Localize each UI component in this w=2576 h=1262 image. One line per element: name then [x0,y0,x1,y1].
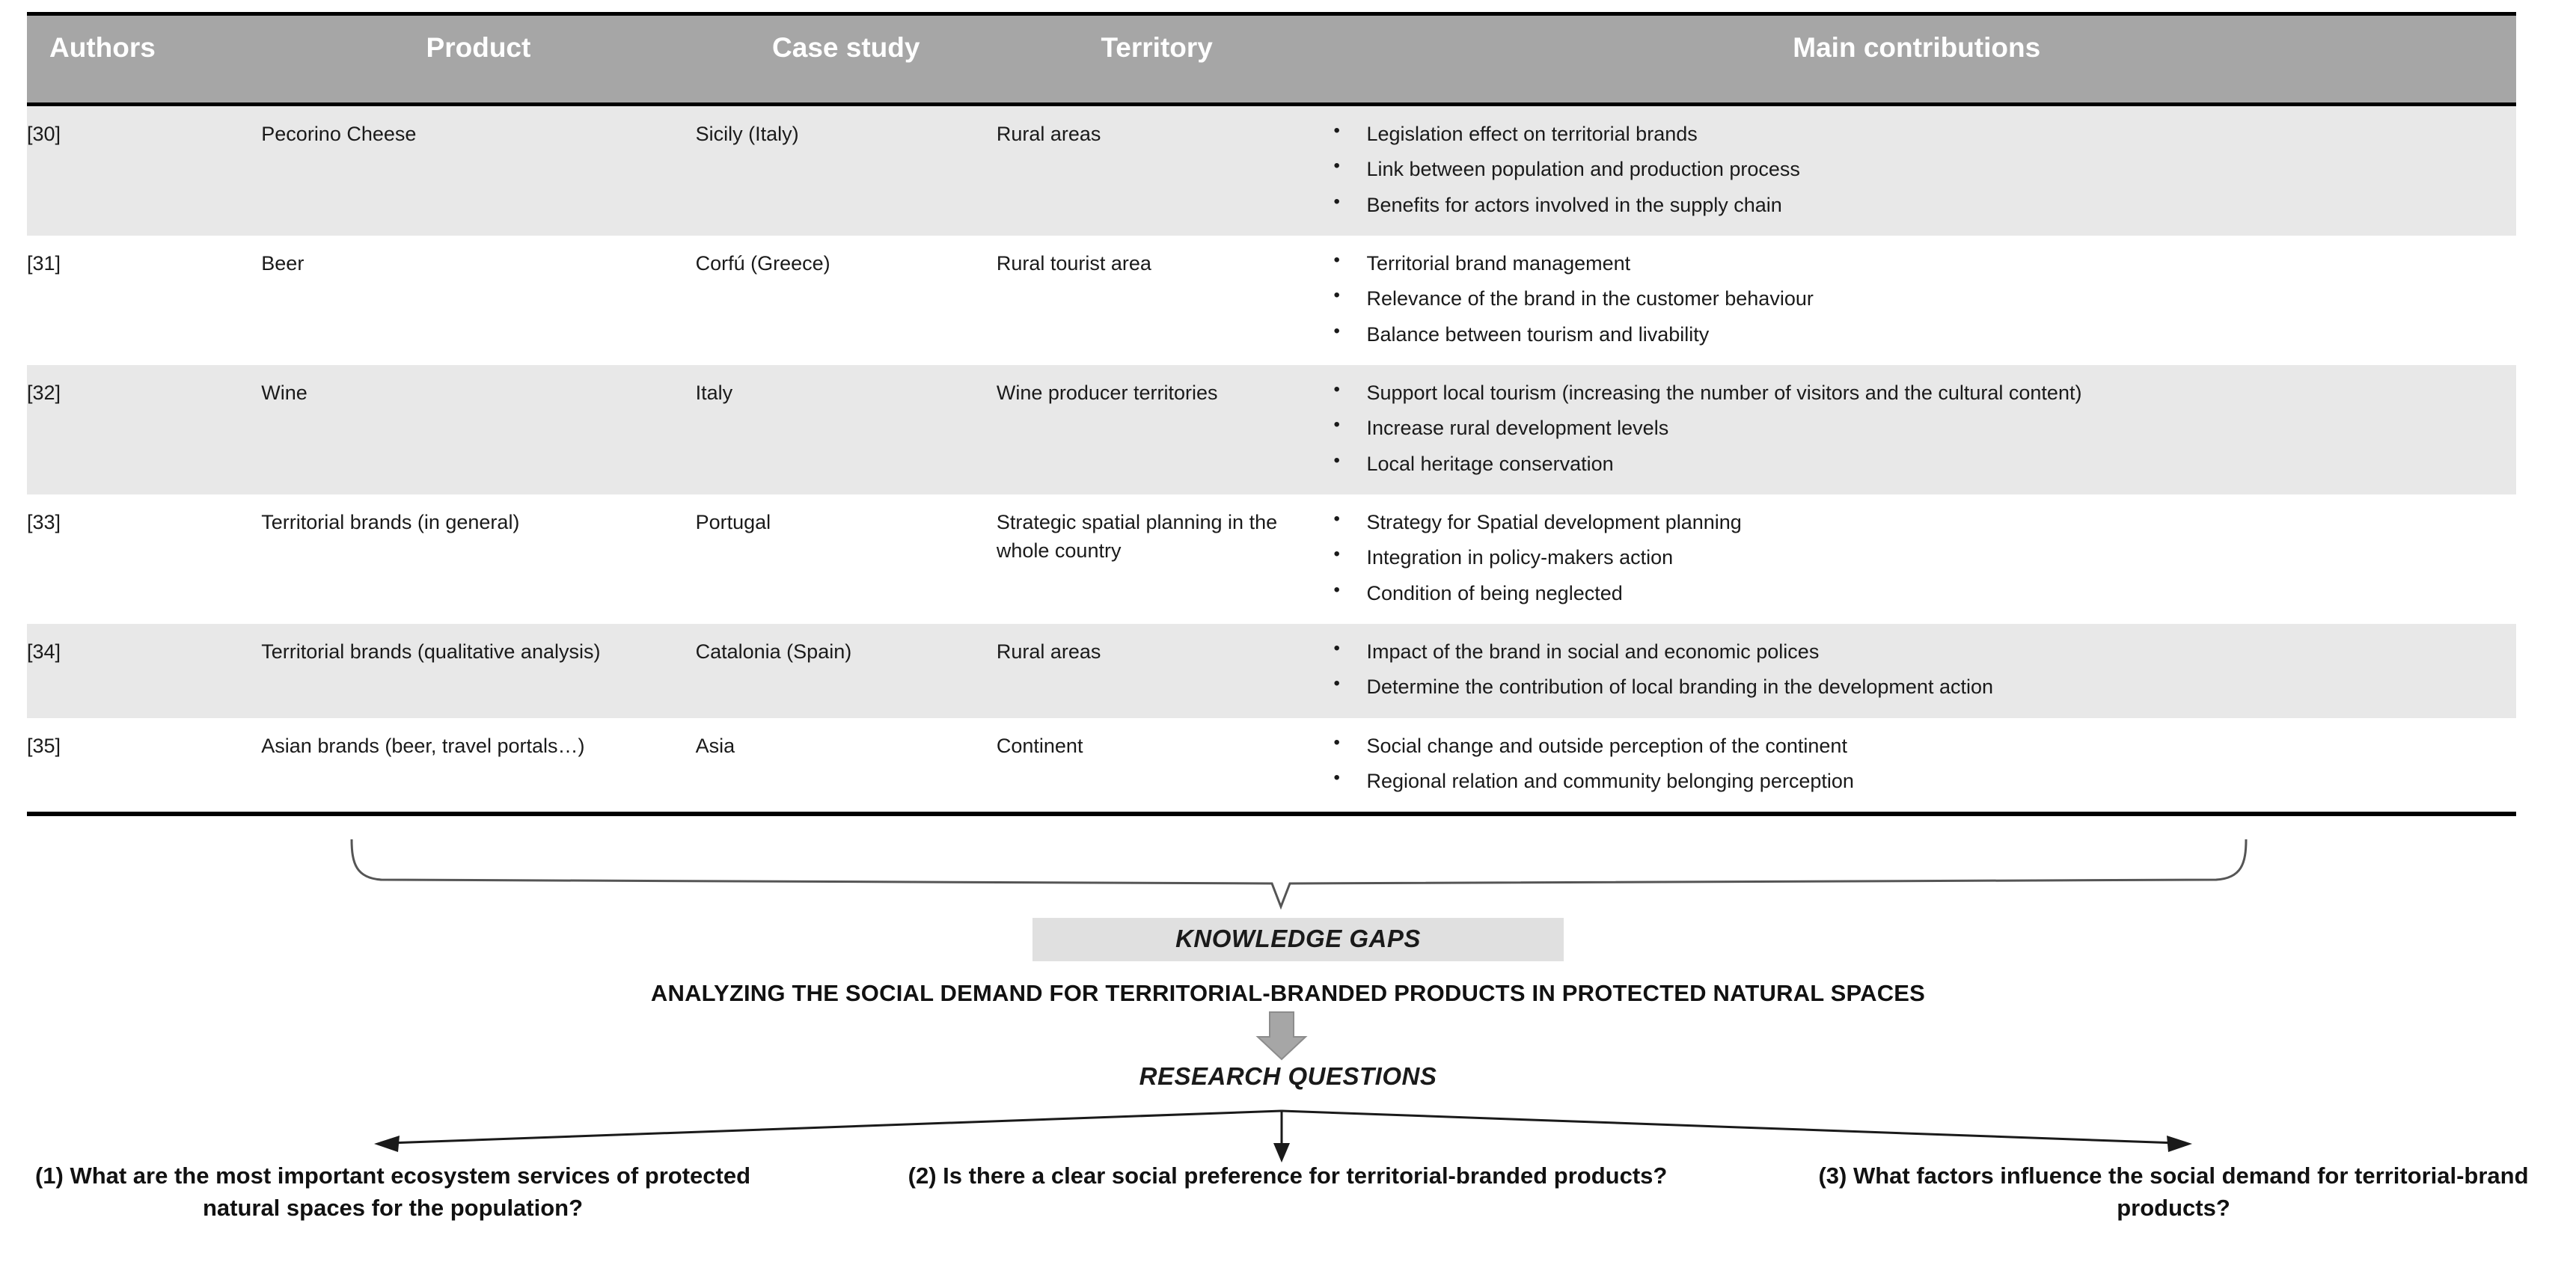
cell-main-contributions: Impact of the brand in social and econom… [1317,623,2516,718]
arrowhead-left [374,1136,400,1152]
contribution-item: Strategy for Spatial development plannin… [1317,506,2516,536]
contribution-item: Legislation effect on territorial brands [1317,118,2516,148]
literature-review-table: Authors Product Case study Territory Mai… [27,12,2516,817]
column-header-case-study: Case study [695,12,997,106]
contribution-item: Condition of being neglected [1317,578,2516,607]
cell-territory: Rural areas [996,104,1318,236]
cell-product: Pecorino Cheese [261,104,696,236]
cell-authors: [34] [27,623,262,718]
contribution-list: Legislation effect on territorial brands… [1317,118,2516,219]
contribution-item: Balance between tourism and livability [1317,319,2516,349]
cell-product: Territorial brands (qualitative analysis… [261,623,696,718]
contribution-list: Social change and outside perception of … [1317,730,2516,796]
table-row: [35]Asian brands (beer, travel portals…)… [27,717,2516,817]
research-question-1: (1) What are the most important ecosyste… [34,1163,751,1221]
cell-authors: [30] [27,104,262,236]
cell-territory: Rural tourist area [996,235,1318,365]
question-connector-lines [388,1109,2178,1152]
cell-territory: Rural areas [996,623,1318,718]
contribution-list: Support local tourism (increasing the nu… [1317,377,2516,478]
cell-authors: [32] [27,364,262,494]
cell-authors: [35] [27,717,262,817]
down-arrow-icon [1255,1011,1308,1061]
research-question-2: (2) Is there a clear social preference f… [908,1163,1668,1189]
table: Authors Product Case study Territory Mai… [27,12,2516,817]
cell-case-study: Corfú (Greece) [695,235,997,365]
cell-main-contributions: Support local tourism (increasing the nu… [1317,364,2516,494]
table-row: [33]Territorial brands (in general)Portu… [27,494,2516,624]
cell-case-study: Asia [695,717,997,817]
table-row: [34]Territorial brands (qualitative anal… [27,623,2516,718]
cell-case-study: Catalonia (Spain) [695,623,997,718]
contribution-item: Link between population and production p… [1317,153,2516,183]
arrowhead-right [2167,1136,2192,1152]
gap-statement: ANALYZING THE SOCIAL DEMAND FOR TERRITOR… [650,980,1926,1006]
table-header-row: Authors Product Case study Territory Mai… [27,12,2516,106]
column-header-authors: Authors [27,12,262,106]
cell-territory: Continent [996,717,1318,817]
contribution-item: Determine the contribution of local bran… [1317,671,2516,701]
contribution-item: Relevance of the brand in the customer b… [1317,283,2516,313]
cell-main-contributions: Legislation effect on territorial brands… [1317,104,2516,236]
cell-case-study: Portugal [695,494,997,624]
contribution-item: Benefits for actors involved in the supp… [1317,189,2516,219]
cell-territory: Wine producer territories [996,364,1318,494]
cell-product: Beer [261,235,696,365]
contribution-item: Impact of the brand in social and econom… [1317,636,2516,666]
column-header-main-contributions: Main contributions [1317,12,2516,106]
contribution-item: Social change and outside perception of … [1317,730,2516,760]
cell-case-study: Sicily (Italy) [695,104,997,236]
cell-authors: [31] [27,235,262,365]
cell-main-contributions: Strategy for Spatial development plannin… [1317,494,2516,624]
cell-product: Asian brands (beer, travel portals…) [261,717,696,817]
column-header-territory: Territory [996,12,1318,106]
cell-authors: [33] [27,494,262,624]
table-header: Authors Product Case study Territory Mai… [27,12,2516,106]
contribution-list: Strategy for Spatial development plannin… [1317,506,2516,607]
contribution-item: Local heritage conservation [1317,448,2516,478]
cell-product: Territorial brands (in general) [261,494,696,624]
contribution-item: Regional relation and community belongin… [1317,765,2516,795]
cell-case-study: Italy [695,364,997,494]
contribution-item: Support local tourism (increasing the nu… [1317,377,2516,407]
cell-main-contributions: Social change and outside perception of … [1317,717,2516,817]
knowledge-gaps-box: KNOWLEDGE GAPS [1032,918,1564,961]
cell-main-contributions: Territorial brand managementRelevance of… [1317,235,2516,365]
research-questions-label: RESEARCH QUESTIONS [1139,1062,1437,1090]
brace-connector [350,839,2248,910]
contribution-list: Territorial brand managementRelevance of… [1317,248,2516,349]
research-question-3: (3) What factors influence the social de… [1818,1163,2529,1221]
cell-territory: Strategic spatial planning in the whole … [996,494,1318,624]
contribution-list: Impact of the brand in social and econom… [1317,636,2516,702]
column-header-product: Product [261,12,696,106]
contribution-item: Increase rural development levels [1317,412,2516,442]
contribution-item: Territorial brand management [1317,248,2516,278]
cell-product: Wine [261,364,696,494]
contribution-item: Integration in policy-makers action [1317,542,2516,572]
